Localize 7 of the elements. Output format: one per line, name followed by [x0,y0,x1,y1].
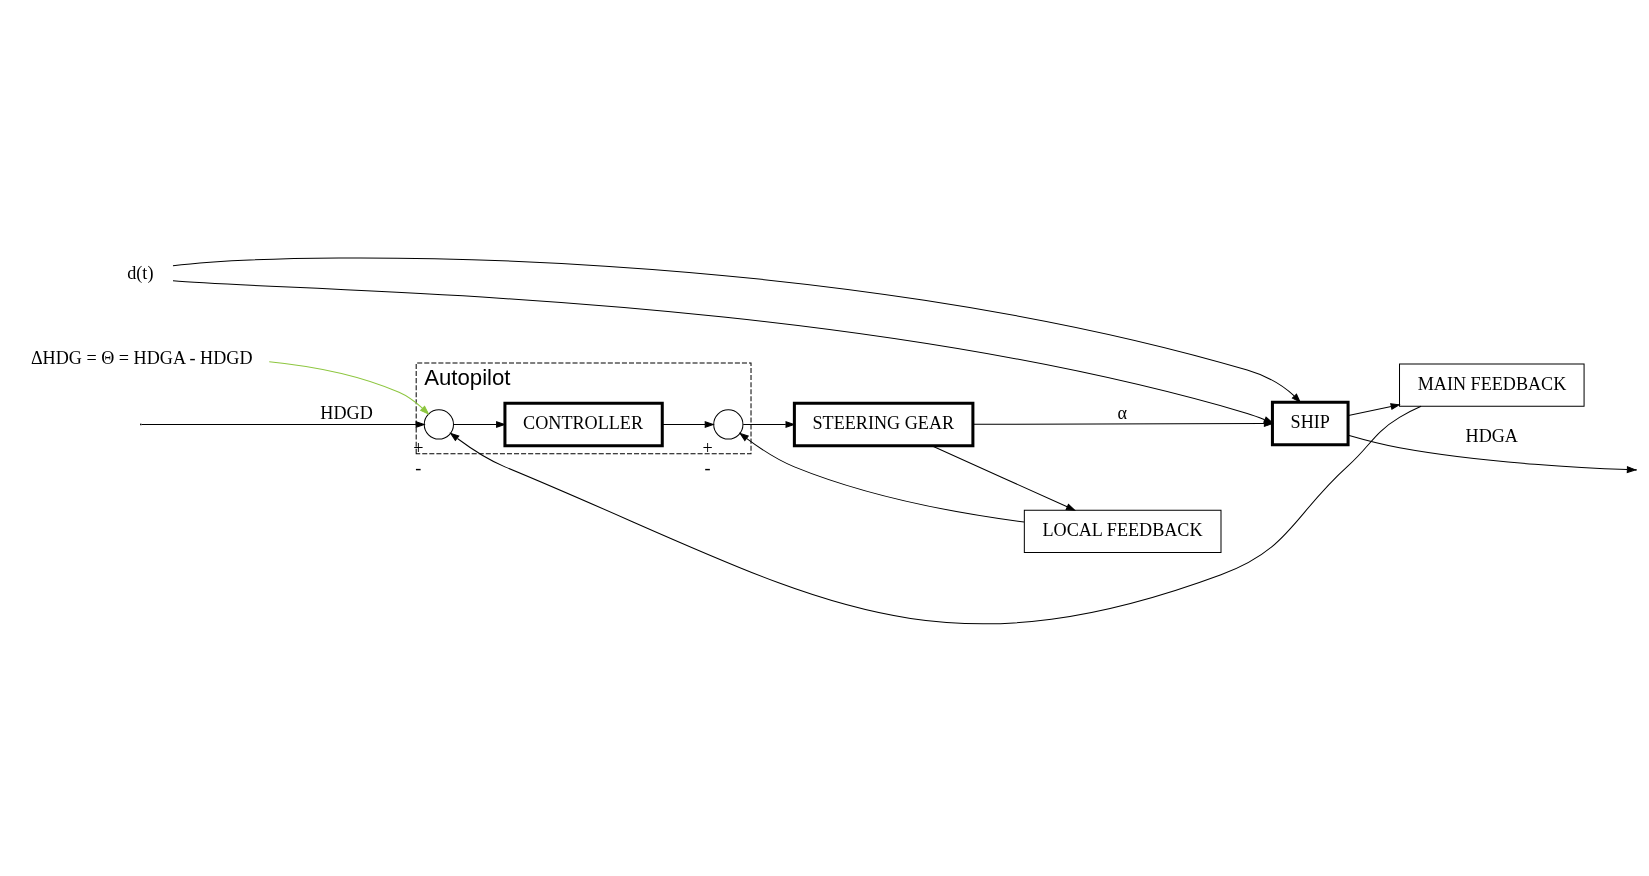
edge-label: HDGD [320,402,373,423]
node-label: - [415,457,422,478]
node-text: ΔHDG = Θ = HDGA - HDGD [30,347,253,368]
node-label: - [704,457,711,478]
edge-label: α [1117,402,1128,423]
node-text: d(t) [127,262,154,283]
edge-label: HDGA [1465,425,1518,446]
